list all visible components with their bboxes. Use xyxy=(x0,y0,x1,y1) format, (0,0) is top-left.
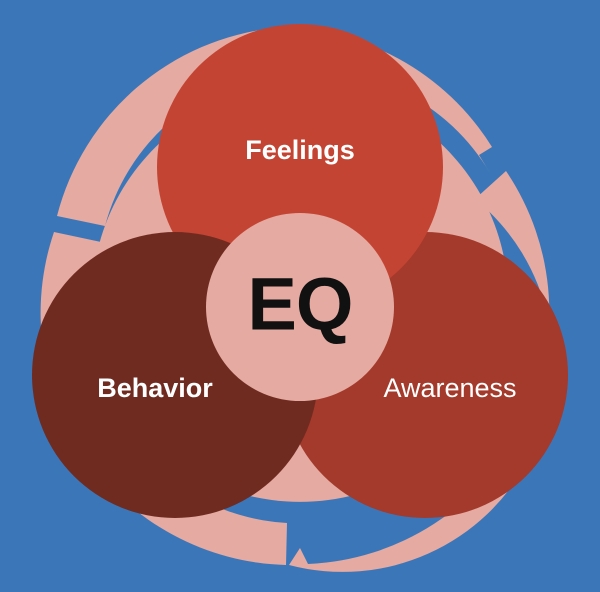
lobe-label-behavior: Behavior xyxy=(97,373,213,403)
center-circle[interactable] xyxy=(206,213,394,401)
lobe-circle-feelings[interactable] xyxy=(157,24,443,310)
center-label-eq: EQ xyxy=(248,263,353,346)
lobe-label-feelings: Feelings xyxy=(245,135,355,165)
lobe-label-awareness: Awareness xyxy=(383,373,516,403)
ring-arc-right xyxy=(289,171,553,572)
